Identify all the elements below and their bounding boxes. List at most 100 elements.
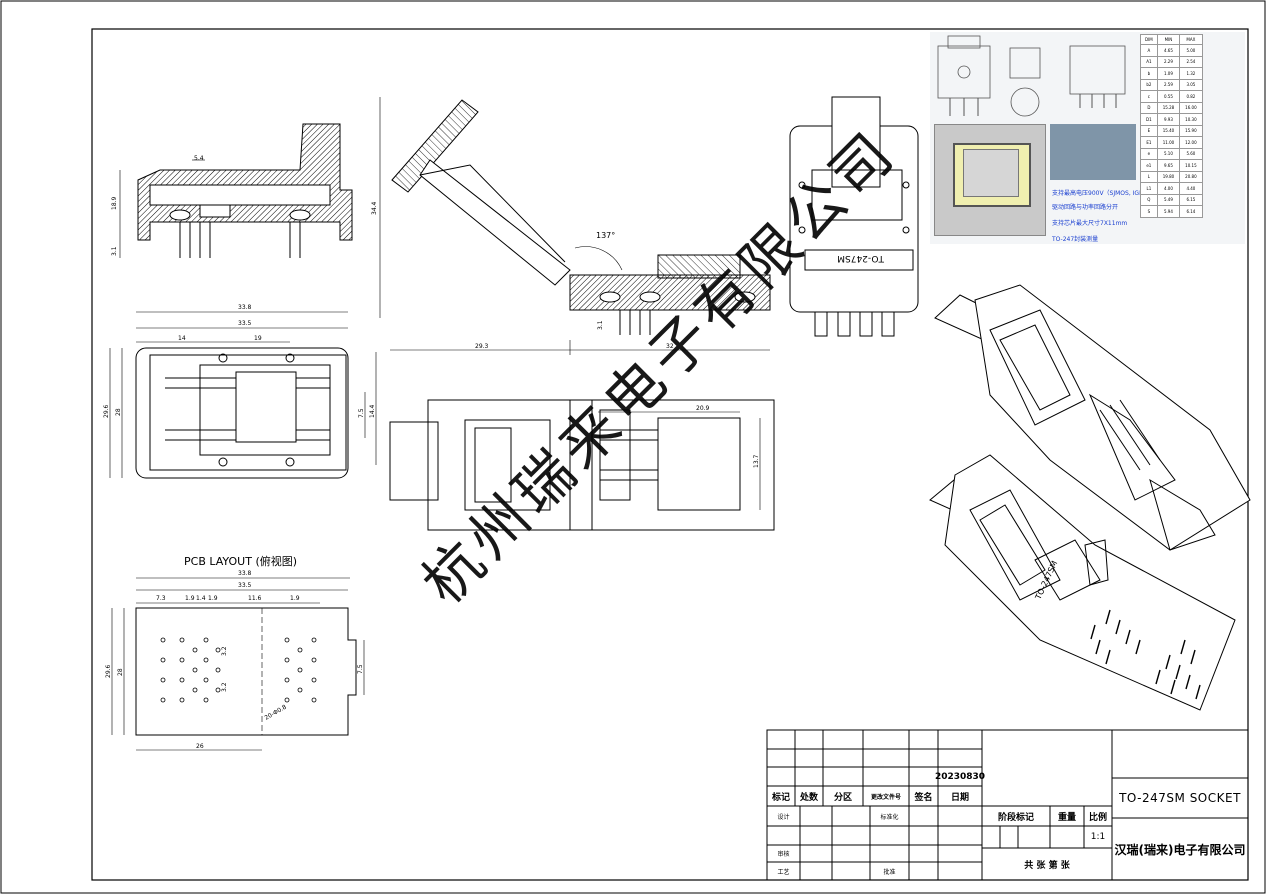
iso-pin — [1135, 639, 1141, 655]
pcb-hole — [311, 677, 317, 683]
pcb-hole — [160, 637, 166, 643]
pcb-holes — [160, 637, 317, 703]
dim-table-cell: L1 — [1140, 182, 1158, 195]
pcb-hole — [311, 637, 317, 643]
dim-pcb-w2: 33.5 — [238, 582, 252, 589]
isometric-pins — [1090, 609, 1201, 700]
dim-table-cell: 4.65 — [1156, 44, 1181, 57]
dim-pcb-w1: 33.8 — [238, 570, 252, 577]
iso-pin — [1125, 629, 1131, 645]
spec-line-1: 支持最高电压900V（SJMOS, IGBT, SICMOS） — [1052, 190, 1181, 197]
dim-table-cell: 19.80 — [1156, 170, 1181, 183]
dim-table-cell: L — [1140, 170, 1158, 183]
dim-table-cell: 15.90 — [1179, 124, 1203, 137]
dim-view-h: 34.4 — [371, 201, 378, 215]
dim-table-cell: 2.59 — [1156, 78, 1181, 91]
dim-table-cell: c — [1140, 90, 1158, 103]
dim-table-cell: 6.14 — [1179, 205, 1203, 218]
dim-pcb-d: 1.9 — [208, 595, 218, 602]
dim-table-cell: 16.00 — [1179, 101, 1203, 114]
dim-table-cell: 4.00 — [1156, 182, 1181, 195]
dim-side-top: 5.4 — [194, 155, 204, 162]
pcb-hole — [179, 657, 185, 663]
dim-pcb-h1: 29.6 — [105, 664, 112, 678]
dim-pcb-c: 1.4 — [196, 595, 206, 602]
pcb-layout — [111, 577, 365, 751]
top-view — [109, 311, 377, 479]
pcb-hole — [179, 697, 185, 703]
front-view — [789, 96, 919, 337]
dim-table-cell: 3.05 — [1179, 78, 1203, 91]
open-side-view — [379, 97, 771, 355]
dim-table-cell: 5.49 — [1156, 193, 1181, 206]
dim-table-cell: 9.93 — [1156, 113, 1181, 126]
iso-pin — [1115, 619, 1121, 635]
tb-weight-label: 重量 — [1057, 812, 1076, 823]
dim-table-cell: 0.55 — [1156, 90, 1181, 103]
pcb-hole — [215, 687, 221, 693]
dim-table-cell: 15.28 — [1156, 101, 1181, 114]
drawing-title: TO-247SM SOCKET — [1119, 791, 1241, 805]
chip-photo — [934, 124, 1046, 236]
pcb-hole — [284, 657, 290, 663]
inner-border — [91, 28, 1249, 881]
dim-table-cell: 11.00 — [1156, 136, 1181, 149]
pcb-hole — [284, 697, 290, 703]
tb-header-mark: 标记 — [771, 792, 790, 803]
dim-table-header: MAX — [1179, 34, 1203, 45]
dim-table-cell: b2 — [1140, 78, 1158, 91]
dim-pcb-bottom: 26 — [196, 743, 204, 750]
isometric-view-closed — [929, 454, 1236, 711]
tb-row-process: 工艺 — [777, 868, 790, 876]
dim-table-cell: 1.32 — [1179, 67, 1203, 80]
dim-top-h3: 7.5 — [358, 408, 365, 418]
dim-table-cell: Q — [1140, 193, 1158, 206]
dim-table-cell: 4.40 — [1179, 182, 1203, 195]
pcb-layout-title: PCB LAYOUT (俯视图) — [184, 555, 298, 568]
iso-pin — [1185, 674, 1191, 690]
dim-table-cell: 5.94 — [1156, 205, 1181, 218]
pcb-hole — [160, 677, 166, 683]
section-view — [119, 123, 353, 258]
pcb-hole — [203, 657, 209, 663]
angle-label: 137° — [596, 231, 615, 240]
isometric-view-open — [934, 284, 1251, 551]
dim-table-cell: b — [1140, 67, 1158, 80]
tb-row-review: 审核 — [777, 851, 790, 858]
dim-top-w3: 14 — [178, 335, 186, 342]
dim-table-cell: 5.10 — [1156, 147, 1181, 160]
pcb-hole — [297, 667, 303, 673]
tb-header-count: 处数 — [799, 792, 818, 803]
socket-photo — [1050, 124, 1136, 180]
pcb-hole — [297, 687, 303, 693]
iso-pin — [1190, 649, 1196, 665]
dim-table-cell: A — [1140, 44, 1158, 57]
package-outline-drawing — [937, 35, 1126, 117]
dim-view-w1: 29.3 — [475, 343, 489, 350]
pcb-hole — [203, 637, 209, 643]
iso-pin — [1105, 649, 1111, 665]
pcb-hole — [311, 697, 317, 703]
tb-row-standard: 标准化 — [880, 813, 899, 821]
iso-pin — [1170, 679, 1176, 695]
tb-header-date: 日期 — [950, 792, 969, 803]
iso-pin — [1175, 664, 1181, 680]
dim-top-w1: 33.8 — [238, 304, 252, 311]
tb-row-approve: 批准 — [883, 868, 896, 876]
dim-view-pin: 3.1 — [597, 320, 604, 330]
spec-reference-panel: 支持最高电压900V（SJMOS, IGBT, SICMOS） 驱动回路与功率回… — [930, 32, 1245, 244]
dim-view-w2: 32 — [666, 343, 674, 350]
pcb-hole — [192, 667, 198, 673]
pcb-hole — [284, 637, 290, 643]
dim-table-cell: 15.40 — [1156, 124, 1181, 137]
